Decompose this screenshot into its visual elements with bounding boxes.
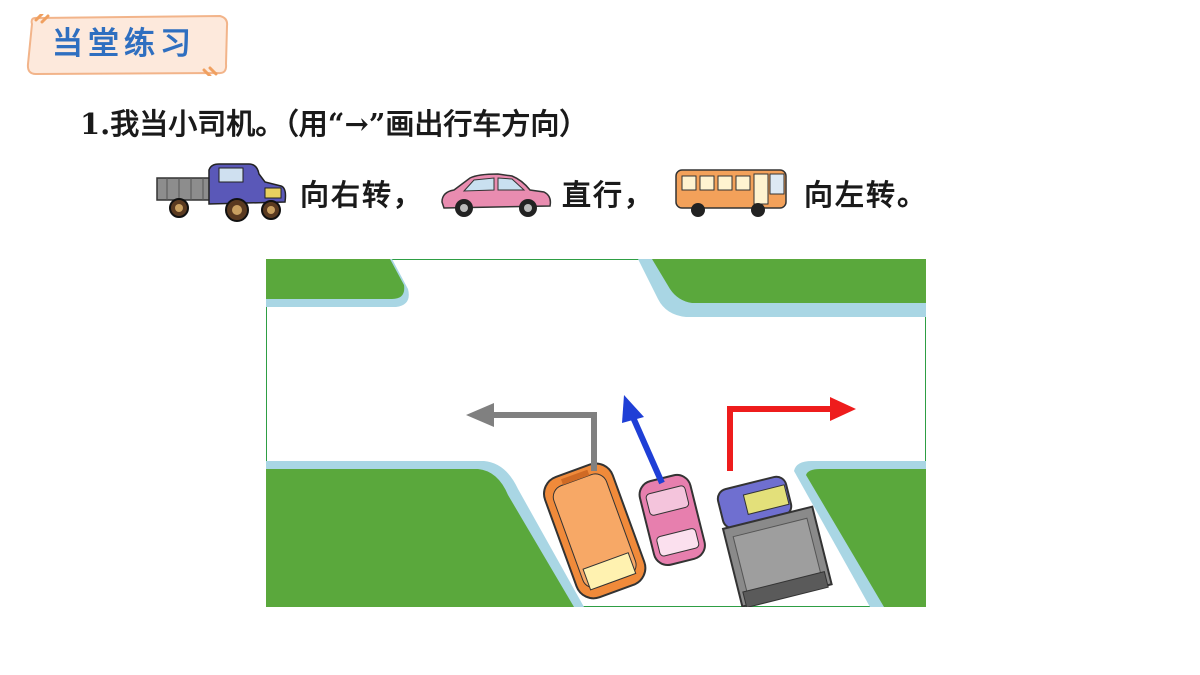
truck-icon (156, 163, 287, 222)
truck-vehicle (716, 475, 833, 607)
intersection-scene (266, 259, 926, 607)
question-text: 1.我当小司机。（用“→”画出行车方向） (80, 107, 589, 141)
truck-arrow (727, 406, 832, 471)
grass-top-right (652, 259, 926, 303)
bus-icon (675, 169, 787, 217)
quote-mark-icon (202, 66, 218, 78)
quote-mark-icon (34, 12, 50, 24)
grass-bottom-left (266, 469, 574, 607)
task-instruction-truck: 向右转， (300, 178, 425, 212)
truck-arrow-head (830, 397, 856, 421)
task-instruction-car: 直行， (562, 178, 656, 212)
badge-background (26, 12, 229, 78)
grass-bottom-right (806, 469, 926, 607)
bus-arrow-head (466, 403, 494, 427)
section-title: 当堂练习 (52, 26, 196, 62)
grass-top-left (266, 259, 405, 299)
section-badge (24, 12, 230, 78)
car-icon (441, 173, 552, 217)
car-arrow-head (622, 395, 644, 423)
bus-arrow (492, 412, 597, 471)
task-instruction-bus: 向左转。 (804, 178, 929, 212)
bus-vehicle (543, 462, 647, 600)
car-arrow (629, 413, 665, 485)
